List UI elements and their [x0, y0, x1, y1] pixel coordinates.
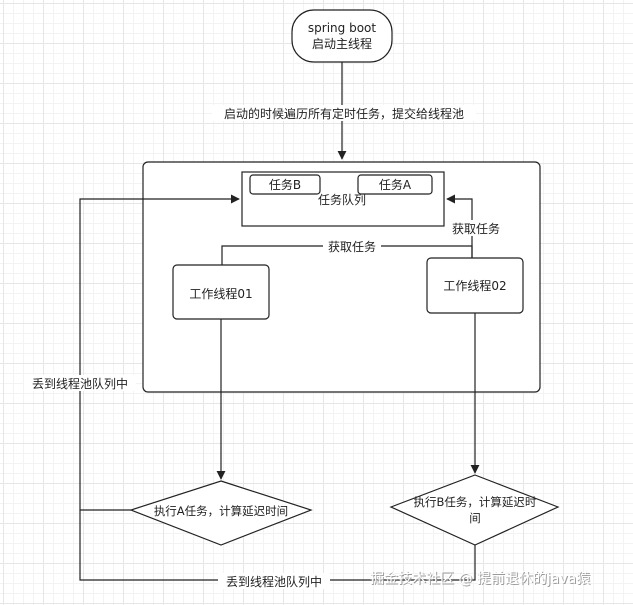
decision-b-label-line1: 执行B任务，计算延迟时 [414, 495, 537, 509]
decision-a [129, 480, 313, 546]
watermark: 掘金技术社区 @ 提前退休的java猿 [370, 570, 590, 587]
start-node-line2: 启动主线程 [312, 36, 372, 51]
fetch-task-label-1: 获取任务 [328, 239, 376, 254]
worker-thread-01-label: 工作线程01 [189, 286, 252, 301]
requeue-label-left: 丢到线程池队列中 [32, 376, 128, 391]
task-b-label: 任务B [269, 177, 301, 192]
task-b-box [249, 174, 321, 195]
requeue-edge-left [79, 194, 240, 511]
start-node [291, 9, 393, 63]
decision-b-label-line2: 间 [469, 511, 481, 525]
decision-b [389, 474, 560, 546]
fetch-task-label-2: 获取任务 [452, 221, 500, 236]
fetch-task-edge-2 [446, 194, 473, 258]
task-queue-label: 任务队列 [318, 192, 366, 207]
start-to-pool-label: 启动的时候遍历所有定时任务，提交给线程池 [224, 106, 464, 121]
task-a-box [357, 174, 433, 195]
decision-a-label: 执行A任务，计算延迟时间 [154, 504, 288, 518]
requeue-label-bottom: 丢到线程池队列中 [226, 574, 322, 589]
task-a-label: 任务A [379, 177, 412, 192]
watermark-shadow: 掘金技术社区 @ 提前退休的java猿 [371, 571, 591, 588]
start-node-line1: spring boot [308, 21, 376, 35]
worker-thread-02-label: 工作线程02 [443, 278, 506, 293]
